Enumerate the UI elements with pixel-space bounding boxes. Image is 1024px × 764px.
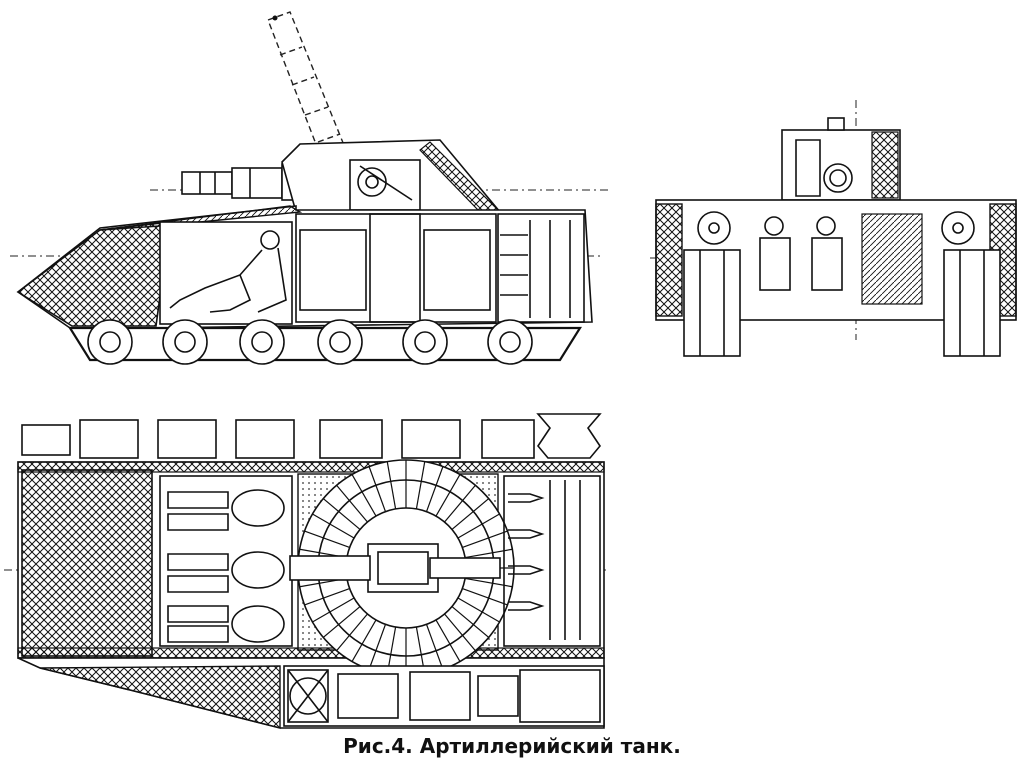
rear-ammo-rack-top bbox=[503, 475, 601, 647]
carousel-spoke bbox=[444, 613, 476, 652]
carousel-spoke bbox=[304, 530, 350, 549]
front-turret bbox=[781, 117, 901, 201]
turret bbox=[281, 139, 502, 213]
top-view bbox=[4, 413, 610, 729]
carousel-spoke bbox=[351, 474, 377, 517]
carousel-spoke bbox=[312, 597, 355, 623]
carousel-spoke bbox=[336, 484, 368, 523]
carousel-spoke bbox=[322, 606, 361, 638]
side-hull bbox=[16, 205, 593, 329]
carousel-spoke bbox=[351, 619, 377, 662]
carousel-spoke bbox=[368, 466, 387, 512]
carousel-spoke bbox=[462, 587, 508, 606]
crew-member-figure bbox=[169, 230, 287, 313]
crew-seats-front bbox=[759, 216, 843, 291]
carousel-spoke bbox=[425, 466, 444, 512]
front-view bbox=[650, 100, 1017, 357]
carousel-spoke bbox=[415, 461, 426, 510]
carousel-spoke bbox=[386, 461, 397, 510]
top-gun-barrel bbox=[289, 555, 501, 581]
running-gear bbox=[68, 319, 582, 365]
carousel-spoke bbox=[368, 624, 387, 670]
engine-bay bbox=[39, 665, 605, 729]
figure-caption: Рис.4. Артиллерийский танк. bbox=[343, 734, 681, 758]
front-tracks bbox=[683, 249, 1001, 357]
side-view bbox=[10, 11, 610, 365]
carousel-spoke bbox=[435, 474, 461, 517]
carousel-spoke bbox=[304, 587, 350, 606]
carousel-spoke bbox=[462, 530, 508, 549]
carousel-spoke bbox=[457, 597, 500, 623]
carousel-spoke bbox=[322, 498, 361, 530]
carousel-spoke bbox=[435, 619, 461, 662]
carousel-spoke bbox=[444, 484, 476, 523]
carousel-spoke bbox=[451, 498, 490, 530]
carousel-spoke bbox=[451, 606, 490, 638]
carousel-spoke bbox=[312, 513, 355, 539]
carousel-spoke bbox=[336, 613, 368, 652]
carousel-spoke bbox=[425, 624, 444, 670]
top-wheel-stations bbox=[21, 413, 602, 459]
ammo-racks-side bbox=[299, 229, 491, 311]
carousel-spoke bbox=[457, 513, 500, 539]
